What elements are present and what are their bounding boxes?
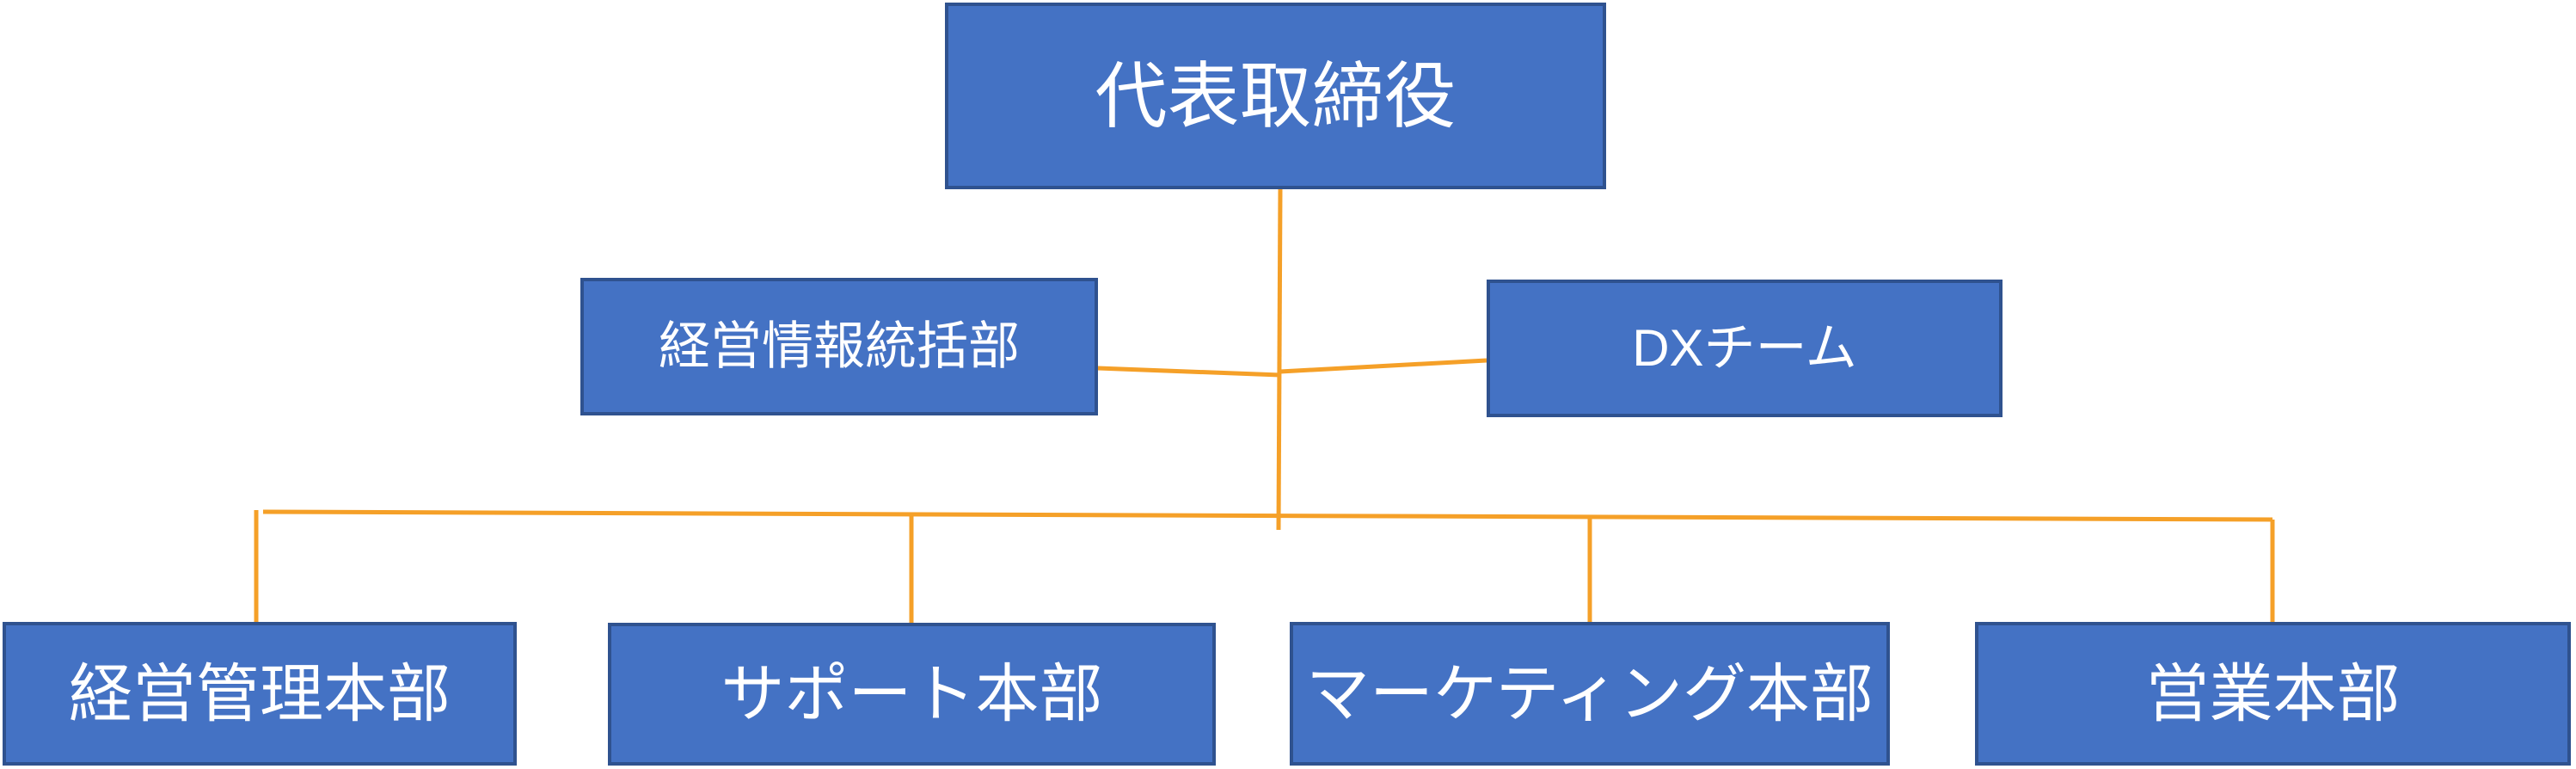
bus-line <box>262 509 2273 522</box>
org-node-ceo[interactable]: 代表取締役 <box>945 3 1606 189</box>
dx-branch-line <box>1279 358 1487 374</box>
trunk-line <box>1276 188 1283 531</box>
org-node-management-information[interactable]: 経営情報統括部 <box>580 278 1098 415</box>
org-node-marketing-hq-label: マーケティング本部 <box>1305 657 1874 729</box>
org-node-dx-team[interactable]: DXチーム <box>1487 280 2003 417</box>
org-node-sales-hq-label: 営業本部 <box>2145 657 2401 729</box>
org-node-support-hq[interactable]: サポート本部 <box>608 623 1216 766</box>
org-node-sales-hq[interactable]: 営業本部 <box>1975 622 2571 766</box>
info-branch-line <box>1097 366 1281 378</box>
org-node-admin-hq-label: 経営管理本部 <box>69 657 451 729</box>
org-node-management-information-label: 経営情報統括部 <box>659 317 1020 375</box>
org-node-support-hq-label: サポート本部 <box>721 658 1103 729</box>
org-node-admin-hq[interactable]: 経営管理本部 <box>3 622 517 766</box>
org-node-marketing-hq[interactable]: マーケティング本部 <box>1290 622 1890 766</box>
org-node-dx-team-label: DXチーム <box>1632 319 1857 377</box>
org-node-ceo-label: 代表取締役 <box>1095 55 1457 137</box>
